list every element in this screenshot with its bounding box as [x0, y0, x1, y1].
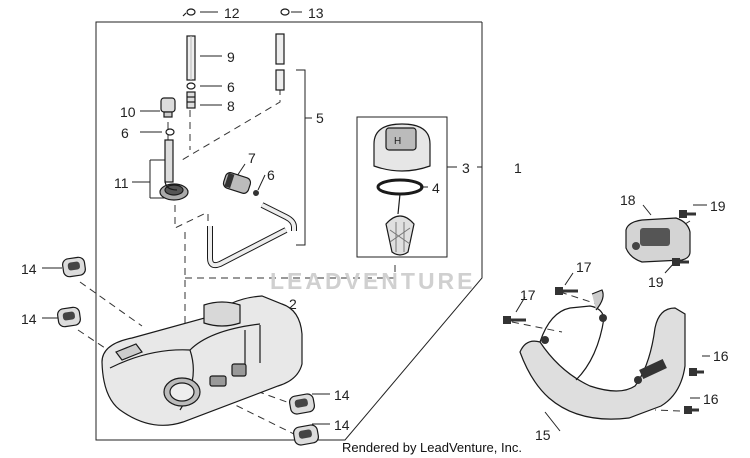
- grommet-14a: [62, 256, 86, 278]
- fuel-tank-2: [101, 295, 303, 426]
- main-assembly-frame: [95, 21, 483, 441]
- leader-lines: [42, 11, 710, 432]
- callout-5: 5: [316, 110, 324, 126]
- watermark-text: LEADVENTURE: [270, 268, 476, 294]
- rendered-by-credit: Rendered by LeadVenture, Inc.: [342, 440, 522, 455]
- gasket-4: [376, 178, 424, 196]
- bracket-5: [296, 69, 306, 246]
- callout-16b: 16: [703, 391, 719, 407]
- fuel-cap-box: [356, 116, 448, 258]
- callout-1: 1: [514, 160, 522, 176]
- grommet-14b: [57, 306, 81, 328]
- callout-labels: 1 2 3 4 5 6 6 6 7 8 9 10 11 12 13 14 14 …: [21, 5, 729, 443]
- callout-11: 11: [114, 175, 129, 191]
- fuel-cap-3: H: [373, 123, 431, 172]
- callout-8: 8: [227, 98, 235, 114]
- o-ring-6a: [186, 82, 196, 90]
- callout-4: 4: [432, 180, 440, 196]
- callout-17a: 17: [576, 259, 592, 275]
- callout-14c: 14: [334, 387, 350, 403]
- guard-15: [519, 289, 686, 420]
- callout-15: 15: [535, 427, 551, 443]
- bolt-17a: [555, 287, 578, 295]
- bolt-19b: [672, 258, 689, 266]
- callout-16a: 16: [713, 348, 729, 364]
- callout-6b: 6: [121, 125, 129, 141]
- bolt-17b: [503, 316, 526, 324]
- callout-10: 10: [120, 104, 136, 120]
- callout-17b: 17: [520, 287, 536, 303]
- callout-6a: 6: [227, 79, 235, 95]
- pickup-11: [159, 139, 189, 201]
- filter-7: [222, 172, 252, 194]
- o-ring-6c: [253, 190, 259, 196]
- fuel-line-9: [186, 35, 196, 81]
- callout-14d: 14: [334, 417, 350, 433]
- plug-10: [160, 97, 176, 118]
- callout-18: 18: [620, 192, 636, 208]
- clip-12: [182, 8, 196, 17]
- fitting-8: [186, 91, 196, 109]
- callout-3: 3: [462, 160, 470, 176]
- callout-12: 12: [224, 5, 240, 21]
- o-ring-13: [280, 8, 290, 16]
- callout-13: 13: [308, 5, 324, 21]
- grommet-14c: [288, 393, 316, 415]
- fuel-lines-5: [207, 33, 297, 269]
- bolt-19a: [679, 210, 696, 218]
- o-ring-6b: [165, 128, 175, 136]
- callout-6c: 6: [267, 167, 275, 183]
- grommet-14d: [292, 424, 320, 446]
- callout-7: 7: [248, 150, 256, 166]
- bolt-16a: [689, 368, 704, 376]
- bracket-18: [625, 217, 691, 263]
- callout-14a: 14: [21, 261, 37, 277]
- callout-19b: 19: [648, 274, 664, 290]
- callout-9: 9: [227, 49, 235, 65]
- callout-2: 2: [289, 296, 297, 312]
- retainer-strainer: [385, 193, 415, 256]
- callout-14b: 14: [21, 311, 37, 327]
- callout-19a: 19: [710, 198, 726, 214]
- bolt-16b: [684, 406, 699, 414]
- svg-text:H: H: [394, 136, 401, 147]
